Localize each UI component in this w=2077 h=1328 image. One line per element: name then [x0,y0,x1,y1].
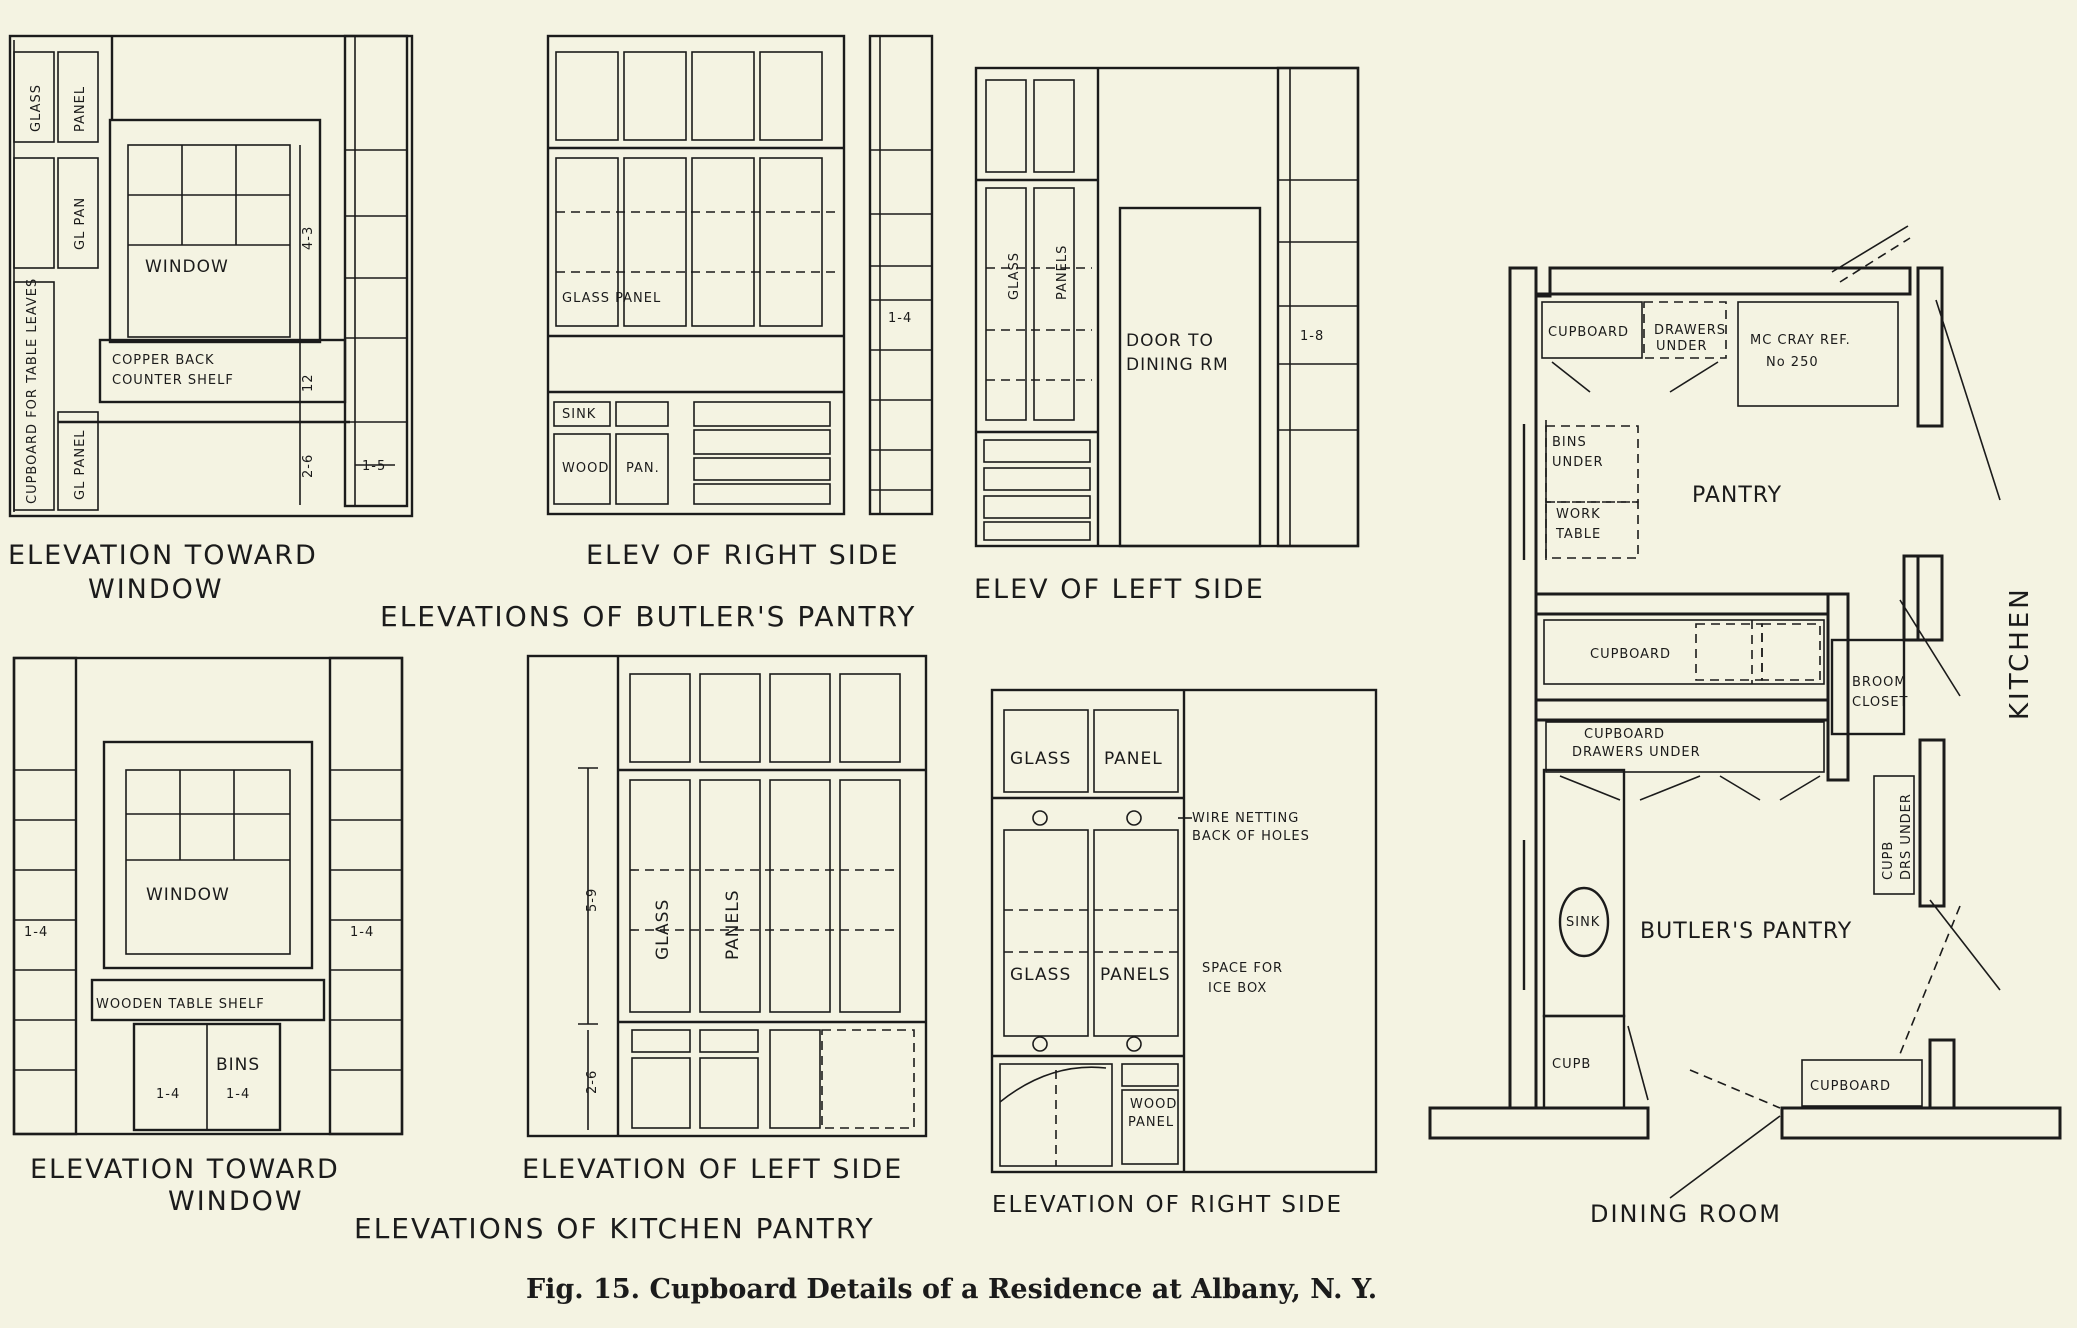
kitchen-left-dim-lower: 2-6 [585,1070,600,1094]
kitchen-right-wood-label-1: WOOD [1130,1097,1177,1112]
plan-cupboard-mid-label: CUPBOARD [1590,647,1671,662]
butler-window-caption-1: ELEVATION TOWARD [8,540,318,571]
butler-left-door-label-2: DINING RM [1126,355,1229,375]
butler-glpanel-label: GL PANEL [73,429,88,500]
plan-broom-label-1: BROOM [1852,675,1907,690]
plan-work-label-1: WORK [1556,507,1601,522]
kitchen-right-panel-top-label: PANEL [1104,749,1163,769]
plan-pantry-label: PANTRY [1692,483,1782,508]
butler-group-title: ELEVATIONS OF BUTLER'S PANTRY [380,600,916,633]
kitchen-elevation-right-side: GLASS PANEL WIRE NETTING BACK OF HOLES G… [990,688,1378,1218]
kitchen-right-space-label-1: SPACE FOR [1202,961,1283,976]
butler-left-panels-label: PANELS [1055,245,1070,300]
kitchen-window-caption-2: WINDOW [168,1186,304,1217]
plan-work-label-2: TABLE [1555,527,1601,542]
kitchen-elevation-left-side: GLASS PANELS 5-9 2-6 ELEVATION OF LEFT S… [522,654,928,1185]
kitchen-left-panels-label: PANELS [723,889,743,960]
butler-right-glass-panel-label: GLASS PANEL [562,291,661,306]
plan-dining-room-label: DINING ROOM [1590,1200,1782,1228]
butler-window-label: WINDOW [145,257,229,277]
butler-counter-label-2: COUNTER SHELF [112,373,234,388]
kitchen-dim-left: 1-4 [24,925,48,940]
butler-left-dim: 1-8 [1300,329,1324,344]
plan-sink-label: SINK [1566,915,1600,930]
plan-broom-label-2: CLOSET [1852,695,1909,710]
butler-elevation-toward-window: GLASS PANEL GL PAN WINDOW COPPER BACK CO… [8,34,414,605]
butler-right-caption: ELEV OF RIGHT SIDE [586,540,900,571]
plan-cupboard-top-label: CUPBOARD [1548,325,1629,340]
kitchen-window-caption-1: ELEVATION TOWARD [30,1154,340,1185]
plan-drawers-label-1: DRAWERS [1654,323,1726,338]
butler-elevation-left-side: GLASS PANELS DOOR TO DINING RM 1-8 ELEV … [974,66,1360,605]
plan-cupb-drs-label-1: CUPB [1881,841,1896,880]
butler-right-dim: 1-4 [888,311,912,326]
kitchen-left-dim-upper: 5-9 [585,888,600,912]
butler-elevation-right-side: GLASS PANEL SINK WOOD PAN. 1-4 ELEV OF R… [546,34,934,571]
kitchen-group-title: ELEVATIONS OF KITCHEN PANTRY [354,1212,875,1245]
butler-left-caption: ELEV OF LEFT SIDE [974,574,1265,605]
kitchen-elevation-toward-window: WINDOW WOODEN TABLE SHELF BINS 1-4 1-4 1… [12,656,404,1217]
plan-cupboard-low-label-1: CUPBOARD [1584,727,1665,742]
plan-mccray-label-1: MC CRAY REF. [1750,333,1851,348]
kitchen-right-glass-mid-label: GLASS [1010,965,1071,985]
butler-right-sink-label: SINK [562,407,596,422]
kitchen-right-wood-label-2: PANEL [1128,1115,1174,1130]
butler-counter-label-1: COPPER BACK [112,353,215,368]
butler-left-door-label-1: DOOR TO [1126,331,1214,351]
kitchen-left-caption: ELEVATION OF LEFT SIDE [522,1154,903,1185]
kitchen-dim-bin-right: 1-4 [226,1087,250,1102]
plan-butlers-pantry-label: BUTLER'S PANTRY [1640,919,1852,944]
floor-plan: CUPBOARD DRAWERS UNDER MC CRAY REF. No 2… [1428,225,2062,1228]
butler-dim-counter: 12 [301,373,316,392]
butler-window-panel-label: PANEL [73,86,88,132]
butler-left-glass-label: GLASS [1007,252,1022,300]
figure-caption: Fig. 15. Cupboard Details of a Residence… [526,1274,1377,1305]
butler-dim-right: 1-5 [362,459,386,474]
kitchen-right-caption: ELEVATION OF RIGHT SIDE [992,1192,1343,1218]
butler-dim-height: 4-3 [301,226,316,250]
kitchen-right-glass-top-label: GLASS [1010,749,1071,769]
butler-window-caption-2: WINDOW [88,574,224,605]
plan-mccray-label-2: No 250 [1766,355,1819,370]
plan-cupboard-low-label-2: DRAWERS UNDER [1572,745,1701,760]
butler-dim-base: 2-6 [301,454,316,478]
plan-bins-label-1: BINS [1552,435,1587,450]
butler-window-glass-label: GLASS [29,84,44,132]
kitchen-dim-bin-left: 1-4 [156,1087,180,1102]
kitchen-left-glass-label: GLASS [653,899,673,960]
plan-kitchen-label: KITCHEN [2005,586,2035,720]
kitchen-right-wire-label-2: BACK OF HOLES [1192,829,1310,844]
kitchen-dim-right: 1-4 [350,925,374,940]
kitchen-right-panels-mid-label: PANELS [1100,965,1171,985]
plan-cupboard-bottom-label: CUPBOARD [1810,1079,1891,1094]
plan-cupb-drs-label-2: DRS UNDER [1899,793,1914,880]
butler-window-glpan-label: GL PAN [73,197,88,250]
butler-right-wood-label: WOOD [562,461,609,476]
kitchen-bins-label: BINS [216,1055,260,1075]
butler-cupboard-table-label: CUPBOARD FOR TABLE LEAVES [25,278,40,504]
kitchen-right-wire-label-1: WIRE NETTING [1192,811,1299,826]
plan-drawers-label-2: UNDER [1656,339,1708,354]
plan-bins-label-2: UNDER [1552,455,1604,470]
kitchen-shelf-label: WOODEN TABLE SHELF [96,997,265,1012]
kitchen-right-space-label-2: ICE BOX [1208,981,1267,996]
kitchen-window-label: WINDOW [146,885,230,905]
plan-cupb-label: CUPB [1552,1057,1591,1072]
butler-right-pan-label: PAN. [626,461,660,476]
